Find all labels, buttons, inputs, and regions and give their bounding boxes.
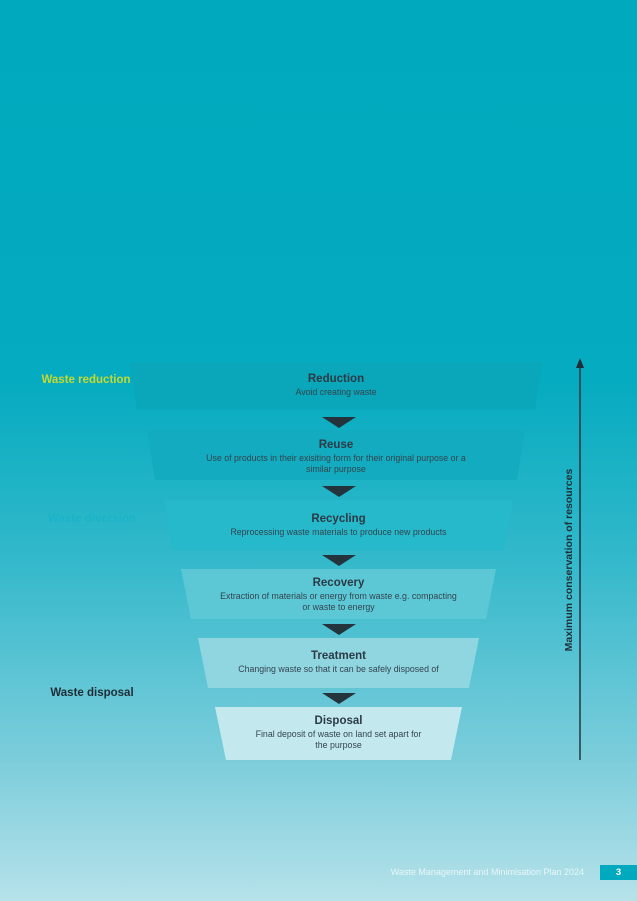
level-description: Use of products in their exisiting form … (206, 453, 466, 474)
level-title: Recovery (312, 577, 365, 589)
document-title: Waste Management and Minimisation Plan 2… (390, 867, 584, 877)
side-label-text: Waste disposal (50, 687, 134, 699)
level-description: Extraction of materials or energy from w… (220, 591, 457, 612)
up-arrow-icon (576, 358, 584, 760)
level-title: Recycling (311, 513, 366, 525)
down-arrow-icon (322, 555, 356, 566)
band-recycling: Recycling Reprocessing waste materials t… (164, 500, 513, 550)
band-reduction: Reduction Avoid creating waste (130, 362, 542, 410)
side-label-text: Waste diversion (48, 513, 136, 525)
band-shape (181, 569, 496, 619)
band-shape (130, 362, 542, 410)
band-reuse: Reuse Use of products in their exisiting… (147, 430, 525, 480)
level-title: Reuse (318, 439, 354, 451)
band-disposal: Disposal Final deposit of waste on land … (215, 707, 462, 760)
level-title: Disposal (314, 715, 363, 727)
band-recovery: Recovery Extraction of materials or ener… (181, 569, 496, 619)
axis-label: Maximum conservation of resources (563, 468, 575, 652)
side-label-waste-reduction: Waste reduction (41, 374, 131, 387)
level-description: Final deposit of waste on land set apart… (255, 729, 422, 750)
level-description: Reprocessing waste materials to produce … (230, 527, 447, 537)
band-shape (164, 500, 513, 550)
level-description: Changing waste so that it can be safely … (238, 664, 439, 674)
side-label-text: Waste reduction (41, 374, 131, 386)
down-arrow-icon (322, 624, 356, 635)
down-arrow-icon (322, 417, 356, 428)
band-shape (215, 707, 462, 760)
level-title: Treatment (311, 650, 366, 662)
side-label-waste-diversion: Waste diversion (47, 513, 137, 526)
down-arrow-icon (322, 486, 356, 497)
band-shape (147, 430, 525, 480)
band-treatment: Treatment Changing waste so that it can … (198, 638, 479, 688)
page-number: 3 (600, 865, 637, 880)
band-shape (198, 638, 479, 688)
level-title: Reduction (307, 373, 365, 385)
side-label-waste-disposal: Waste disposal (47, 687, 137, 700)
down-arrow-icon (322, 693, 356, 704)
level-description: Avoid creating waste (295, 387, 377, 397)
